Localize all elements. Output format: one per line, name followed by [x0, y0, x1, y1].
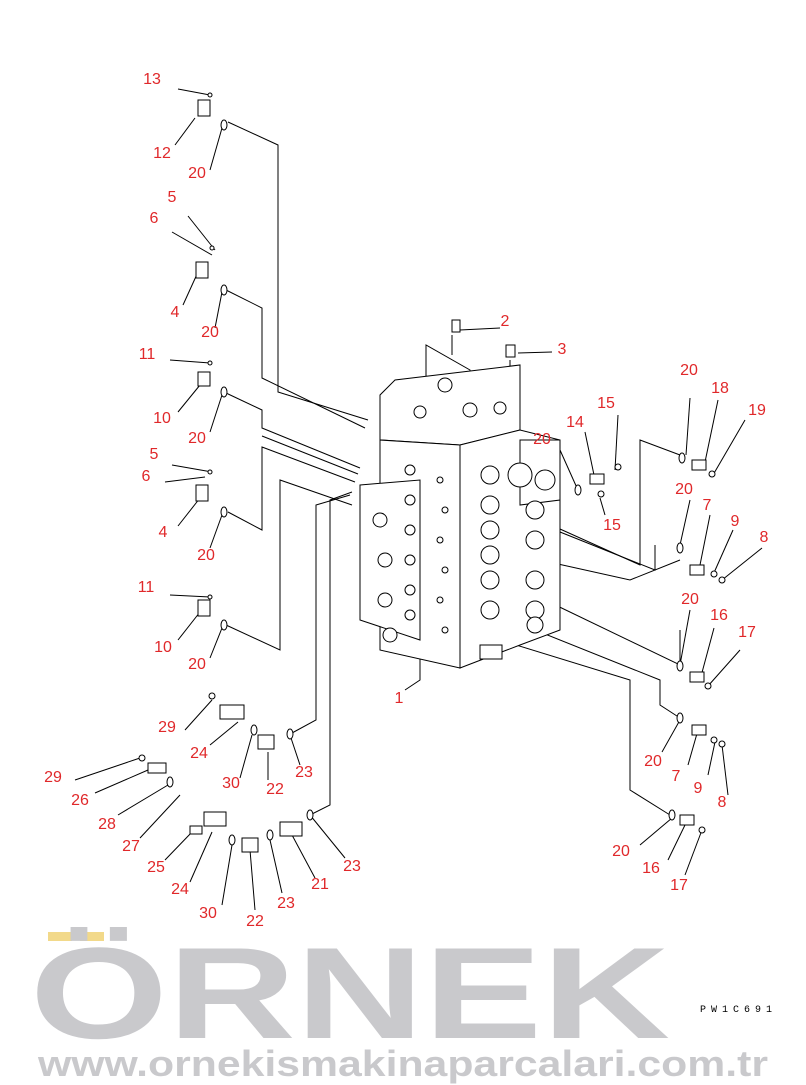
callout-30: 30	[199, 905, 217, 922]
callout-8: 8	[718, 794, 727, 811]
callout-15: 15	[597, 395, 615, 412]
callout-29: 29	[158, 719, 176, 736]
callout-14: 14	[566, 414, 584, 431]
drawing-code: PW1C691	[700, 1005, 777, 1016]
callout-20: 20	[197, 547, 215, 564]
callout-24: 24	[171, 881, 189, 898]
fittings	[138, 92, 726, 853]
callout-labels: 13 12 20 5 6 4 20 11 10 20 5 6 4 20 11 1…	[44, 71, 768, 930]
watermark: ÖRNEK www.ornekismakinaparcalari.com.tr	[30, 920, 768, 1084]
callout-13: 13	[143, 71, 161, 88]
watermark-url: www.ornekismakinaparcalari.com.tr	[37, 1043, 768, 1084]
callout-22: 22	[266, 781, 284, 798]
callout-4: 4	[171, 304, 180, 321]
callout-7: 7	[672, 768, 681, 785]
callout-10: 10	[154, 639, 172, 656]
watermark-dot	[48, 932, 72, 941]
callout-9: 9	[694, 780, 703, 797]
callout-5: 5	[168, 189, 177, 206]
callout-7: 7	[703, 497, 712, 514]
callout-27: 27	[122, 838, 140, 855]
watermark-dot	[80, 932, 104, 941]
callout-24: 24	[190, 745, 208, 762]
callout-17: 17	[670, 877, 688, 894]
callout-21: 21	[311, 876, 329, 893]
callout-19: 19	[748, 402, 766, 419]
watermark-brand: ÖRNEK	[30, 920, 670, 1066]
callout-10: 10	[153, 410, 171, 427]
callout-3: 3	[558, 341, 567, 358]
callout-9: 9	[731, 513, 740, 530]
control-valve-assembly	[359, 319, 561, 669]
callout-23: 23	[277, 895, 295, 912]
callout-1: 1	[395, 690, 404, 707]
callout-20: 20	[188, 656, 206, 673]
callout-2: 2	[501, 313, 510, 330]
callout-18: 18	[711, 380, 729, 397]
callout-20: 20	[188, 165, 206, 182]
callout-20: 20	[612, 843, 630, 860]
callout-5: 5	[150, 446, 159, 463]
callout-25: 25	[147, 859, 165, 876]
callout-20: 20	[681, 591, 699, 608]
callout-8: 8	[760, 529, 769, 546]
callout-30: 30	[222, 775, 240, 792]
callout-22: 22	[246, 913, 264, 930]
callout-11: 11	[138, 579, 155, 596]
callout-6: 6	[150, 210, 159, 227]
callout-20: 20	[533, 431, 551, 448]
callout-20: 20	[675, 481, 693, 498]
callout-29: 29	[44, 769, 62, 786]
callout-4: 4	[159, 524, 168, 541]
callout-26: 26	[71, 792, 89, 809]
callout-6: 6	[142, 468, 151, 485]
callout-17: 17	[738, 624, 756, 641]
callout-20: 20	[188, 430, 206, 447]
callout-16: 16	[642, 860, 660, 877]
callout-28: 28	[98, 816, 116, 833]
callout-23: 23	[295, 764, 313, 781]
callout-16: 16	[710, 607, 728, 624]
callout-20: 20	[680, 362, 698, 379]
callout-12: 12	[153, 145, 171, 162]
callout-20: 20	[644, 753, 662, 770]
callout-11: 11	[139, 346, 156, 363]
callout-15: 15	[603, 517, 621, 534]
callout-23: 23	[343, 858, 361, 875]
callout-20: 20	[201, 324, 219, 341]
